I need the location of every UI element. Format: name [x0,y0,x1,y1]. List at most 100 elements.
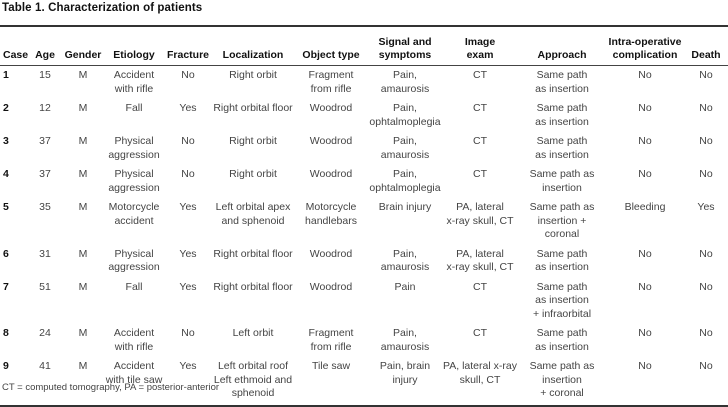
column-header-localization: Localization [212,34,294,66]
cell-signal-symptoms: Pain, ophtalmoplegia [369,168,441,194]
cell-approach: Same path as insertion + coronal [518,357,606,407]
cell-signal-symptoms: Pain, amaurosis [380,135,430,161]
cell-localization: Right orbit [229,135,277,147]
cell-fracture: Yes [179,102,197,114]
cell-object-type: Woodrod [309,168,353,180]
cell-age: 24 [39,327,51,339]
cell-signal-symptoms: Pain, amaurosis [380,327,430,353]
cell-age: 51 [39,280,51,293]
cell-gender: M [78,327,88,339]
cell-approach: Same path as insertion [535,327,589,353]
cell-etiology: Accident with rifle [113,69,155,95]
cell-death: No [684,357,728,407]
cell-death: No [699,168,713,180]
cell-localization: Right orbital floor [213,247,293,260]
cell-image-exam: PA, lateral x-ray skull, CT [446,201,514,227]
cell-gender: M [78,69,88,81]
cell-image-exam: CT [473,135,487,147]
cell-signal-symptoms: Brain injury [378,201,432,213]
cell-object-type: Woodrod [309,102,353,114]
cell-approach: Same path as insertion [535,102,589,128]
cell-localization: Left orbit [232,327,274,339]
cell-etiology: Motorcycle accident [108,201,160,227]
column-header-approach: Approach [518,34,606,66]
cell-object-type: Fragment from rifle [308,69,354,95]
cell-case: 2 [3,102,9,114]
cell-image-exam: CT [473,280,487,293]
cell-age: 15 [39,69,51,81]
cell-signal-symptoms: Pain [394,280,416,293]
cell-approach: Same path as insertion [535,135,589,161]
cell-object-type: Woodrod [309,247,353,260]
column-header-object-type: Object type [294,34,368,66]
cell-etiology: Accident with rifle [113,327,155,353]
cell-case: 3 [3,135,9,147]
cell-complication: No [638,247,652,260]
cell-death: No [699,280,713,293]
column-header-etiology: Etiology [104,34,164,66]
cell-death: No [699,69,713,81]
table-title: Table 1. Characterization of patients [2,2,203,14]
cell-age: 37 [39,135,51,147]
cell-gender: M [78,135,88,147]
cell-image-exam: PA, lateral x-ray skull, CT [446,247,514,274]
top-rule [0,25,728,27]
cell-death: No [699,327,713,339]
cell-approach: Same path as insertion + infraorbital [532,280,592,320]
cell-death: Yes [697,201,715,213]
cell-fracture: Yes [179,280,197,293]
cell-signal-symptoms: Pain, brain injury [368,357,442,407]
cell-complication: Bleeding [624,201,666,213]
cell-fracture: No [181,168,195,180]
cell-gender: M [78,201,88,213]
cell-case: 6 [3,247,9,260]
cell-etiology: Physical aggression [108,168,160,194]
cell-signal-symptoms: Pain, amaurosis [380,247,430,274]
cell-signal-symptoms: Pain, ophtalmoplegia [369,102,441,128]
column-header-case: Case [0,34,28,66]
cell-case: 4 [3,168,9,180]
column-header-gender: Gender [62,34,104,66]
cell-etiology: Fall [125,280,143,293]
cell-localization: Right orbital floor [213,102,293,114]
cell-complication: No [606,357,684,407]
column-header-complication: Intra-operative complication [606,34,684,66]
cell-image-exam: PA, lateral x-ray skull, CT [442,357,518,407]
cell-object-type: Tile saw [294,357,368,407]
cell-gender: M [78,102,88,114]
footnote: CT = computed tomography, PA = posterior… [2,382,220,393]
cell-gender: M [62,357,104,407]
cell-image-exam: CT [473,168,487,180]
cell-localization: Right orbit [229,69,277,81]
cell-localization: Left orbital roof Left ethmoid and sphen… [212,357,294,407]
cell-complication: No [638,102,652,114]
cell-age: 35 [39,201,51,213]
cell-etiology: Physical aggression [108,247,160,274]
cell-signal-symptoms: Pain, amaurosis [380,69,430,95]
cell-fracture: No [181,135,195,147]
cell-age: 31 [39,247,51,260]
cell-gender: M [78,168,88,180]
cell-approach: Same path as insertion [529,168,595,194]
cell-death: No [699,247,713,260]
cell-object-type: Woodrod [309,280,353,293]
cell-fracture: No [181,327,195,339]
column-header-fracture: Fracture [164,34,212,66]
cell-object-type: Motorcycle handlebars [305,201,357,227]
cell-case: 5 [3,201,9,213]
cell-etiology: Fall [125,102,143,114]
cell-gender: M [78,280,88,293]
cell-age: 37 [39,168,51,180]
cell-fracture: Yes [179,201,197,213]
cell-image-exam: CT [473,102,487,114]
cell-fracture: Yes [179,247,197,260]
cell-localization: Right orbital floor [213,280,293,293]
cell-approach: Same path as insertion + coronal [529,201,595,240]
